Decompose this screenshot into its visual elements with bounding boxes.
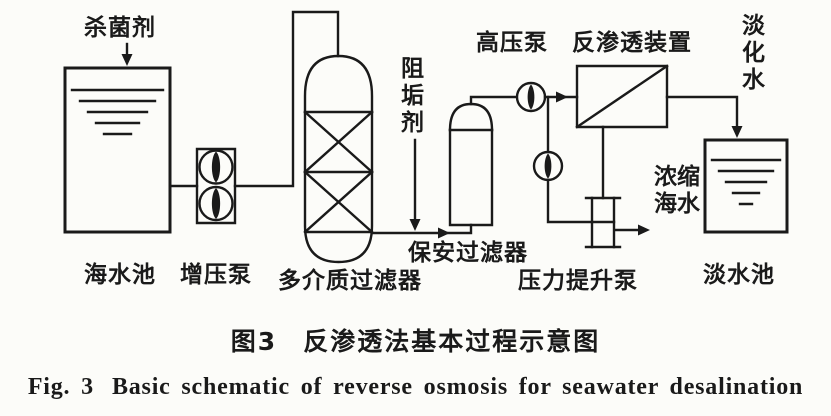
- scale-inhibitor-arrow-icon: [409, 138, 421, 231]
- figure-number-zh: 图3: [230, 327, 278, 356]
- figure-title-en: Basic schematic of reverse osmosis for s…: [111, 374, 804, 400]
- figure-caption-zh: 图3 反渗透法基本过程示意图: [0, 322, 831, 358]
- label-ro-unit: 反渗透装置: [572, 30, 692, 56]
- figure-title-zh: 反渗透法基本过程示意图: [303, 327, 601, 356]
- label-seawater-pool: 海水池: [84, 262, 156, 288]
- label-booster-pump: 增压泵: [180, 262, 252, 288]
- pipe-filter-to-cartridge: [370, 223, 473, 239]
- label-concentrated-seawater: 浓缩海水: [654, 164, 700, 218]
- label-security-filter: 保安过滤器: [408, 240, 528, 266]
- label-bactericide: 杀菌剂: [84, 15, 156, 41]
- figure-number-en: Fig. 3: [27, 374, 94, 400]
- ro-unit-icon: [575, 64, 669, 129]
- label-multimedia-filter: 多介质过滤器: [278, 268, 422, 294]
- label-pressure-boost-pump: 压力提升泵: [518, 268, 638, 294]
- pipe-permeate: [665, 95, 743, 138]
- freshwater-tank-icon: [703, 138, 789, 234]
- concentrate-outlet-arrow-icon: [614, 224, 650, 236]
- high-pressure-pump-icon: [515, 81, 547, 113]
- label-scale-inhibitor: 阻垢剂: [401, 56, 424, 137]
- pipe-pump-to-ro: [543, 91, 579, 103]
- process-diagram: [63, 10, 789, 264]
- pressure-boost-pump-icon: [584, 196, 622, 249]
- security-filter-icon: [448, 95, 519, 227]
- bactericide-arrow-icon: [121, 42, 133, 66]
- seawater-tank-icon: [63, 66, 172, 234]
- pipe-pump-to-filter: [233, 10, 340, 188]
- figure-caption-en: Fig. 3 Basic schematic of reverse osmosis…: [0, 374, 831, 401]
- circulation-pump-icon: [532, 95, 594, 224]
- label-desalinated-water: 淡化水: [742, 13, 765, 94]
- booster-pump-icon: [195, 147, 237, 225]
- label-high-pressure-pump: 高压泵: [476, 30, 548, 56]
- multimedia-filter-icon: [303, 54, 374, 264]
- label-freshwater-pool: 淡水池: [703, 262, 775, 288]
